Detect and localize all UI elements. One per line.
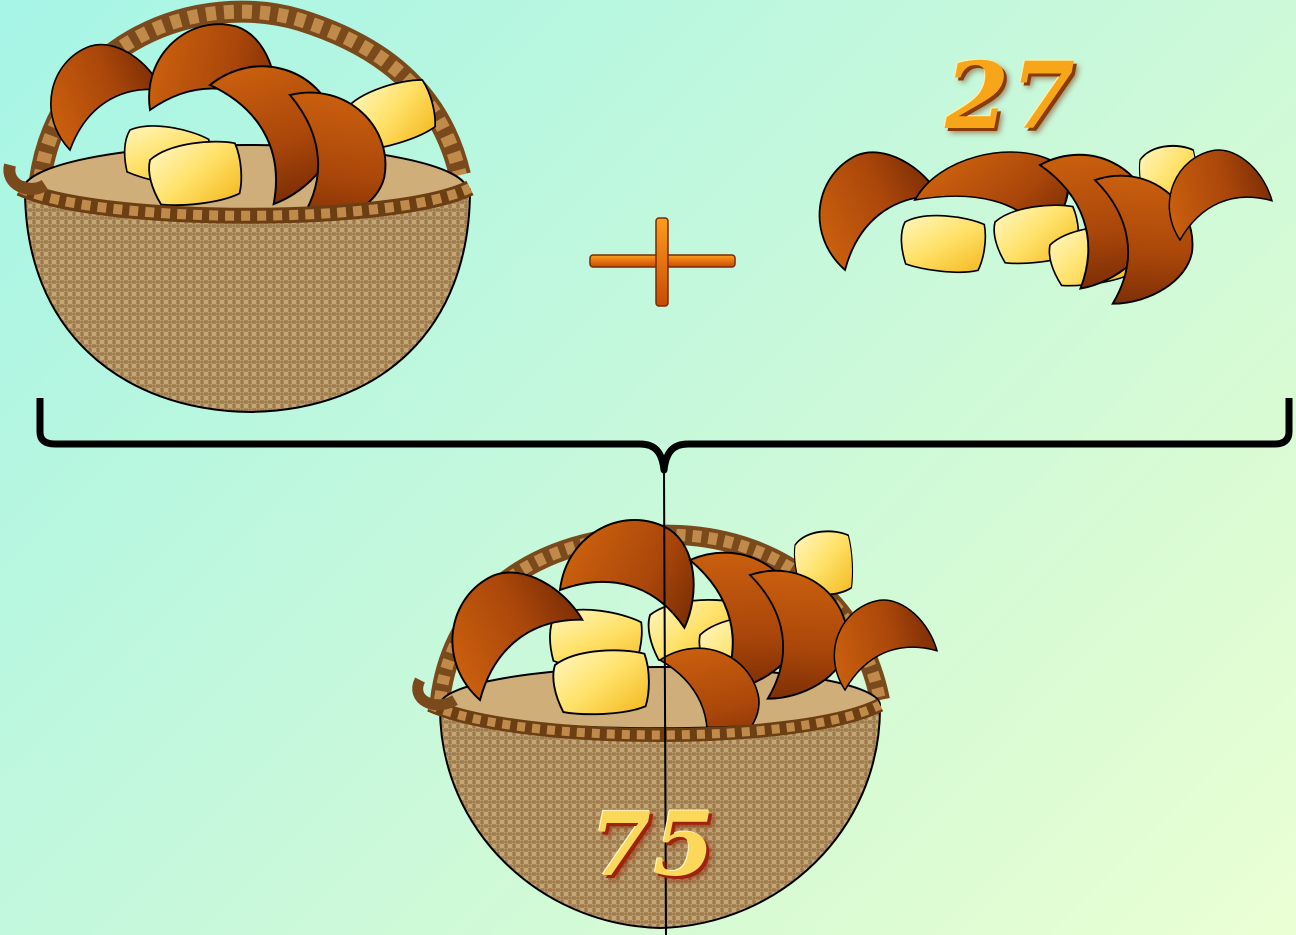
added-count-label: 27 — [945, 50, 1077, 142]
basket-left — [9, 2, 470, 412]
bread-group-added — [805, 128, 1283, 323]
total-count-label: 75 — [590, 800, 716, 888]
plus-operator — [590, 218, 735, 306]
